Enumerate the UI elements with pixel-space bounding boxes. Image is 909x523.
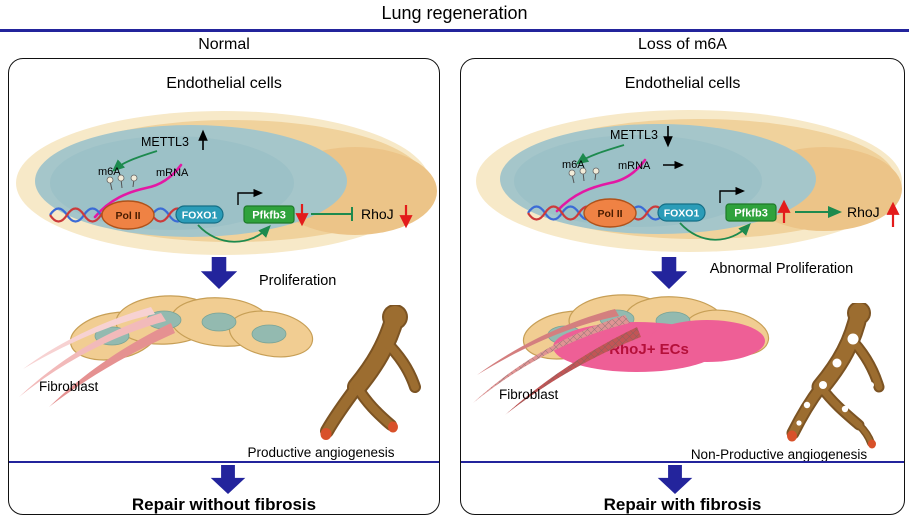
vessel-tips: [320, 421, 398, 440]
mrna-curve: [555, 158, 647, 213]
foxo1-label: FOXO1: [664, 208, 700, 220]
panel-loss-of-m6a: Endothelial cells METTL3 m6A: [460, 58, 905, 515]
cell-body: [476, 110, 902, 252]
mettl3-to-m6a-arrow-icon: [111, 150, 158, 172]
proliferation-label: Abnormal Proliferation: [709, 261, 854, 277]
foxo1-to-pfkfb3-arrow-icon: [197, 224, 271, 243]
mettl3-label: METTL3: [610, 128, 658, 142]
fibroblast-label: Fibroblast: [39, 379, 99, 394]
outcome-divider: [461, 461, 904, 464]
foxo1-label: FOXO1: [182, 210, 218, 222]
mrna-curve: [93, 163, 183, 219]
blue-down-arrow-icon: [650, 257, 688, 289]
blood-vessel-nonproductive: [786, 303, 885, 449]
polii-complex: Pol II: [101, 200, 155, 230]
blue-down-arrow-icon: [200, 257, 238, 289]
foxo1-box: FOXO1: [175, 205, 224, 224]
collagen-mesh: [473, 315, 641, 415]
foxo1-box: FOXO1: [657, 203, 706, 222]
m6a-marks-icon: [106, 174, 138, 191]
rhoj-label: RhoJ: [361, 206, 394, 222]
figure-title: Lung regeneration: [381, 3, 528, 23]
fibroblast-label: Fibroblast: [499, 387, 559, 402]
mrna-label: mRNA: [156, 167, 189, 179]
polii-label: Pol II: [597, 208, 622, 220]
promoter-arrow-icon: [719, 186, 746, 203]
title-underline: [0, 29, 909, 32]
endothelial-cells-label: Endothelial cells: [624, 75, 741, 92]
endothelial-cell-illustration: METTL3 m6A mRNA Pol II: [476, 110, 902, 252]
mettl3-label: METTL3: [141, 135, 189, 149]
blue-down-arrow-icon: [210, 465, 246, 494]
inhibition-bar-icon: [311, 207, 353, 221]
blood-vessel-productive: [320, 305, 421, 440]
m6a-label: m6A: [98, 166, 121, 178]
angiogenesis-label: Non-Productive angiogenesis: [690, 447, 868, 462]
outcome-label: Repair with fibrosis: [603, 495, 762, 514]
panel-normal: Endothelial cells METTL3 m6A: [8, 58, 440, 515]
panel-heading-normal: Normal: [198, 36, 250, 53]
rhoj-label: RhoJ: [847, 204, 880, 220]
endothelial-cells-label: Endothelial cells: [166, 75, 282, 92]
pfkfb3-label: Pfkfb3: [734, 208, 768, 220]
cell-body: [16, 111, 437, 255]
blue-down-arrow-icon: [657, 465, 693, 494]
outcome-divider: [9, 461, 439, 464]
m6a-label: m6A: [562, 159, 585, 171]
m6a-marks-icon: [568, 167, 600, 184]
proliferation-label: Proliferation: [259, 273, 337, 289]
foxo1-to-pfkfb3-arrow-icon: [679, 222, 751, 241]
promoter-arrow-icon: [237, 188, 264, 205]
mettl3-to-m6a-arrow-icon: [575, 144, 625, 165]
vessel-holes: [796, 333, 874, 426]
pfkfb3-box: Pfkfb3: [725, 203, 777, 222]
fibroblast-shapes: [19, 307, 175, 407]
polii-complex: Pol II: [583, 198, 637, 228]
fibroblast-shapes: [473, 309, 641, 415]
pfkfb3-box: Pfkfb3: [243, 205, 295, 224]
rhoj-positive-ecs-highlight: [553, 320, 765, 372]
vessel-tips: [787, 430, 876, 449]
rhoj-positive-ecs-label: RhoJ+ ECs: [609, 341, 689, 358]
angiogenesis-label: Productive angiogenesis: [247, 445, 395, 460]
pfkfb3-label: Pfkfb3: [252, 210, 286, 222]
endothelial-cell-illustration: METTL3 m6A mRNA Pol II FOXO1: [16, 111, 437, 255]
outcome-label: Repair without fibrosis: [131, 495, 317, 514]
polii-label: Pol II: [115, 210, 140, 222]
mrna-label: mRNA: [618, 160, 651, 172]
panel-heading-loss: Loss of m6A: [638, 36, 727, 53]
